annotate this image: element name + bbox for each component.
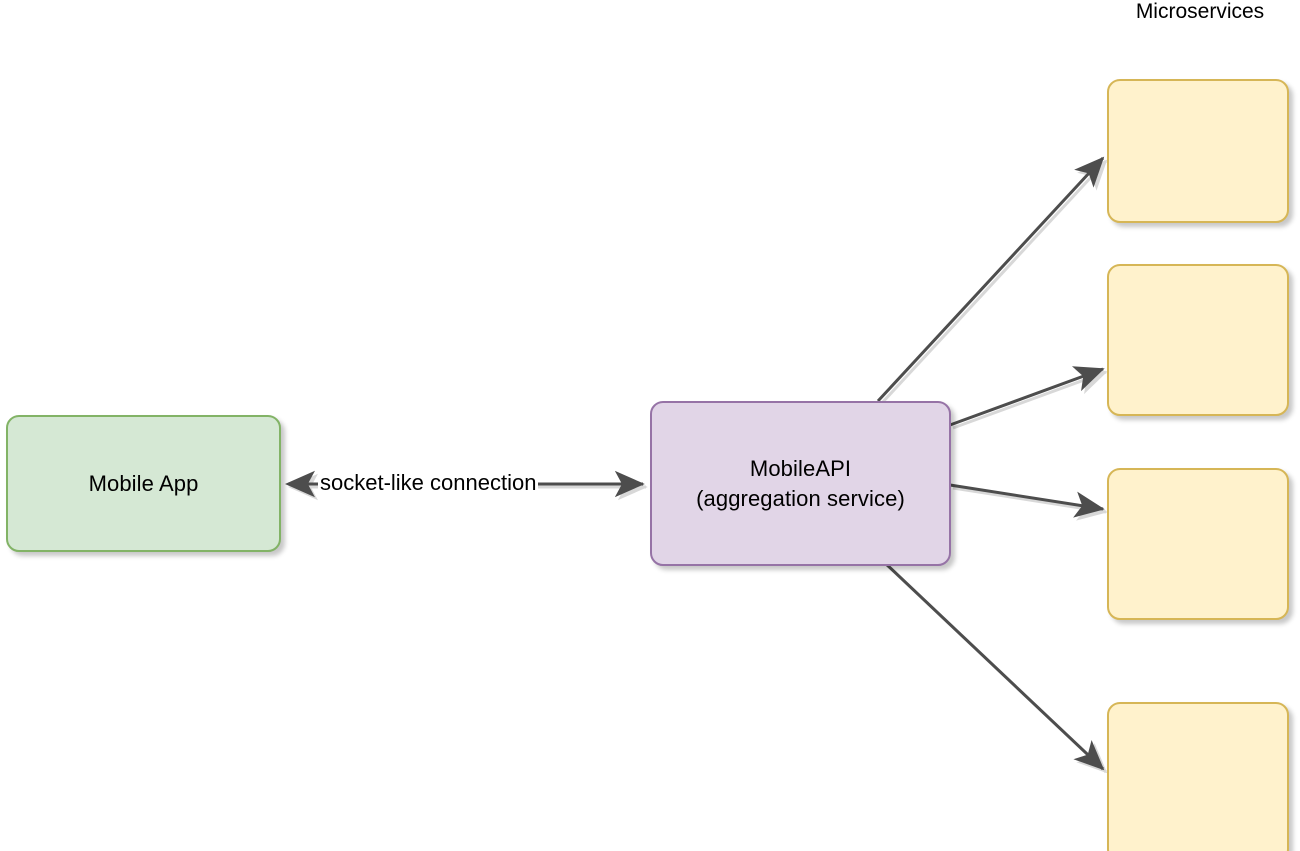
- node-mobile-app[interactable]: Mobile App: [6, 415, 281, 552]
- node-microservice-2[interactable]: [1107, 264, 1289, 416]
- node-microservice-1[interactable]: [1107, 79, 1289, 223]
- edge-api-service-1: [876, 156, 1105, 403]
- edge-label-socket-like-connection: socket-like connection: [318, 470, 539, 496]
- edge-api-service-4: [882, 560, 1105, 771]
- edge-api-service-2: [949, 366, 1105, 427]
- node-mobile-api[interactable]: MobileAPI (aggregation service): [650, 401, 951, 566]
- node-microservice-4[interactable]: [1107, 702, 1289, 851]
- edge-api-service-2-shadow: [952, 369, 1108, 430]
- edge-api-service-3-shadow: [952, 486, 1108, 521]
- node-mobile-api-label: MobileAPI (aggregation service): [696, 456, 905, 511]
- node-mobile-app-label: Mobile App: [88, 470, 199, 496]
- node-microservice-3[interactable]: [1107, 468, 1289, 620]
- edge-api-service-1-shadow: [879, 159, 1108, 406]
- group-label-microservices: Microservices: [1135, 0, 1265, 23]
- edge-api-service-3: [949, 483, 1105, 518]
